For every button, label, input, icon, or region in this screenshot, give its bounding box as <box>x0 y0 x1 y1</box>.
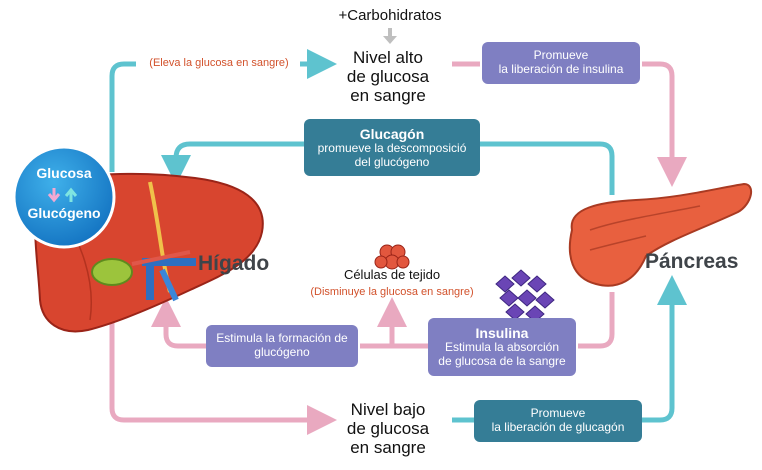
promotes-glucagon-line-1: Promueve <box>530 406 586 421</box>
low-glucose-line-2: de glucosa <box>346 419 430 439</box>
arrow-pancreas-to-liver-glucagon <box>176 141 615 195</box>
glycogen-formation-line-1: Estimula la formación de <box>216 331 348 346</box>
glucagon-line-2: del glucógeno <box>354 154 430 169</box>
insulin-title: Insulina <box>475 325 529 342</box>
insulin-line-2: de glucosa de la sangre <box>438 354 566 369</box>
insulin-molecules-illustration <box>495 269 555 323</box>
glucagon-box: Glucagón promueve la descomposició del g… <box>304 119 480 176</box>
promotes-insulin-line-1: Promueve <box>533 48 589 63</box>
tissue-note: (Disminuye la glucosa en sangre) <box>310 286 474 298</box>
tissue-cells-illustration <box>374 244 410 270</box>
promotes-insulin-box: Promueve la liberación de insulina <box>482 42 640 84</box>
promotes-glucagon-box: Promueve la liberación de glucagón <box>474 400 642 442</box>
high-glucose-line-3: en sangre <box>350 86 426 106</box>
insulin-box: Insulina Estimula la absorción de glucos… <box>428 318 576 376</box>
pancreas-illustration <box>568 182 753 287</box>
raises-glucose-note: (Eleva la glucosa en sangre) <box>149 57 289 69</box>
arrow-high-to-pancreas <box>452 61 672 172</box>
glycogen-formation-line-2: glucógeno <box>254 345 310 359</box>
low-glucose-line-1: Nivel bajo <box>350 400 426 419</box>
low-glucose-label: Nivel bajo de glucosa en sangre <box>322 400 454 457</box>
arrow-liver-to-low <box>109 305 337 435</box>
promotes-insulin-line-2: la liberación de insulina <box>498 62 624 76</box>
low-glucose-line-3: en sangre <box>350 438 426 458</box>
arrow-liver-to-high <box>109 61 136 172</box>
badge-glucose-text: Glucosa <box>36 165 92 181</box>
high-glucose-label: Nivel alto de glucosa en sangre <box>322 48 454 105</box>
tissue-title: Células de tejido <box>343 267 441 282</box>
carbs-label: +Carbohidratos <box>338 7 442 24</box>
carbs-arrow <box>383 28 397 44</box>
liver-label: Hígado <box>198 252 270 275</box>
glucagon-title: Glucagón <box>359 125 425 142</box>
promotes-glucagon-line-2: la liberación de glucagón <box>491 420 625 434</box>
high-glucose-line-1: Nivel alto <box>353 48 423 67</box>
liver-badge <box>12 145 116 249</box>
glucagon-line-1: promueve la descomposició <box>317 140 467 155</box>
arrow-low-to-pancreas <box>452 290 672 423</box>
badge-glycogen-text: Glucógeno <box>27 205 101 221</box>
pancreas-label: Páncreas <box>645 250 739 273</box>
insulin-line-1: Estimula la absorción <box>444 340 560 355</box>
glycogen-formation-box: Estimula la formación de glucógeno <box>206 325 358 367</box>
high-glucose-line-2: de glucosa <box>346 67 430 87</box>
